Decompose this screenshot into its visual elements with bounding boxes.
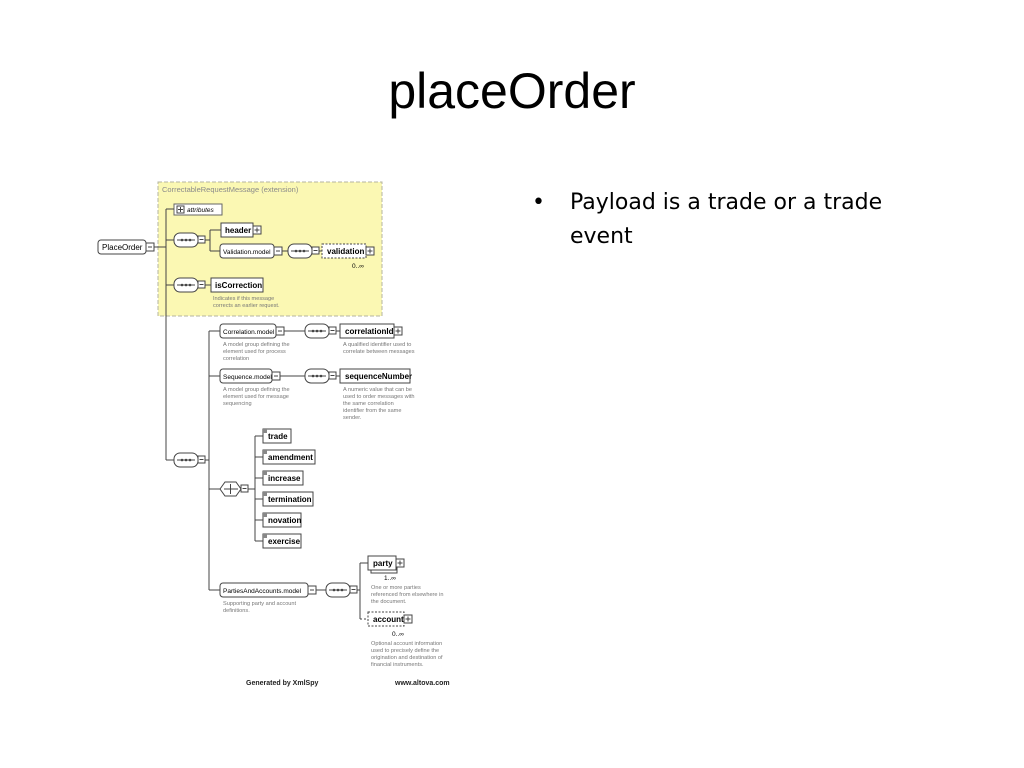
iscorrection-doc-line: corrects an earlier request. <box>213 303 280 309</box>
account-doc-line: financial instruments. <box>371 662 424 668</box>
choice-element-trade: trade <box>262 428 292 444</box>
bullet-text: Payload is a trade or a trade event <box>570 190 883 249</box>
correlationid-doc-line: correlate between messages <box>343 349 415 355</box>
sequencenumber-doc-line: A numeric value that can be <box>343 387 412 393</box>
attributes-label: attributes <box>187 207 214 214</box>
correlation-model-doc-line: correlation <box>223 356 249 362</box>
iscorrection-element <box>210 277 264 293</box>
svg-text:novation: novation <box>268 516 301 525</box>
correlationid-label: correlationId <box>345 327 394 336</box>
party-doc-line: One or more parties <box>371 585 421 591</box>
footer-generated-by: Generated by XmlSpy <box>246 680 318 687</box>
parties-model-doc-line: Supporting party and account <box>223 601 297 607</box>
choice-compositor <box>219 481 249 497</box>
svg-text:exercise: exercise <box>268 537 301 546</box>
iscorrection-label: isCorrection <box>215 281 262 290</box>
sequence-model-doc-line: element used for message <box>223 394 289 400</box>
bullet-marker: • <box>532 190 545 215</box>
sequence-compositor <box>173 277 206 293</box>
svg-text:increase: increase <box>268 474 301 483</box>
party-label: party <box>373 559 393 568</box>
bullet-item: • Payload is a trade or a trade event <box>532 186 892 254</box>
account-occurs: 0..∞ <box>392 631 404 638</box>
correlation-model-label: Correlation.model <box>223 329 275 336</box>
sequencenumber-doc-line: identifier from the same <box>343 408 401 414</box>
party-doc-line: referenced from elsewhere in <box>371 592 443 598</box>
placeorder-label: PlaceOrder <box>102 243 143 252</box>
sequence-compositor <box>304 368 337 384</box>
sequence-model-doc-line: sequencing <box>223 401 252 407</box>
validation-label: validation <box>327 247 364 256</box>
sequence-model-label: Sequence.model <box>223 374 272 381</box>
iscorrection-doc-line: Indicates if this message <box>213 296 274 302</box>
validation-occurs: 0..∞ <box>352 263 364 270</box>
party-occurs: 1..∞ <box>384 575 396 582</box>
sequencenumber-doc-line: sender. <box>343 415 362 421</box>
bullet-list: • Payload is a trade or a trade event <box>532 186 892 254</box>
account-label: account <box>373 615 404 624</box>
sequence-compositor <box>287 243 320 259</box>
account-doc-line: origination and destination of <box>371 655 443 661</box>
sequencenumber-label: sequenceNumber <box>345 372 412 381</box>
sequence-model-doc-line: A model group defining the <box>223 387 290 393</box>
choice-element-novation: novation <box>262 512 302 528</box>
correlationid-doc-line: A qualified identifier used to <box>343 342 411 348</box>
header-label: header <box>225 226 251 235</box>
slide-title: placeOrder <box>388 63 636 119</box>
sequencenumber-doc-line: the same correlation <box>343 401 394 407</box>
svg-text:amendment: amendment <box>268 453 313 462</box>
footer-website: www.altova.com <box>394 680 450 687</box>
account-doc-line: used to precisely define the <box>371 648 439 654</box>
sequence-compositor <box>173 232 206 248</box>
sequencenumber-doc-line: used to order messages with <box>343 394 415 400</box>
choice-element-exercise: exercise <box>262 533 302 549</box>
parties-model-label: PartiesAndAccounts.model <box>223 588 302 595</box>
party-doc-line: the document. <box>371 599 407 605</box>
choice-element-amendment: amendment <box>262 449 316 465</box>
correlation-model-doc-line: element used for process <box>223 349 286 355</box>
account-doc-line: Optional account information <box>371 641 442 647</box>
parties-model-doc-line: definitions. <box>223 608 250 614</box>
choice-element-increase: increase <box>262 470 304 486</box>
sequence-compositor <box>173 452 206 468</box>
svg-text:trade: trade <box>268 432 288 441</box>
correlation-model-doc-line: A model group defining the <box>223 342 290 348</box>
choice-element-termination: termination <box>262 491 314 507</box>
extension-label: CorrectableRequestMessage (extension) <box>162 185 299 194</box>
sequence-compositor <box>304 323 337 339</box>
sequencenumber-element <box>339 368 411 384</box>
svg-text:termination: termination <box>268 495 312 504</box>
sequence-compositor <box>325 582 358 598</box>
validation-model-label: Validation.model <box>223 249 271 256</box>
connector-lines <box>154 208 368 619</box>
